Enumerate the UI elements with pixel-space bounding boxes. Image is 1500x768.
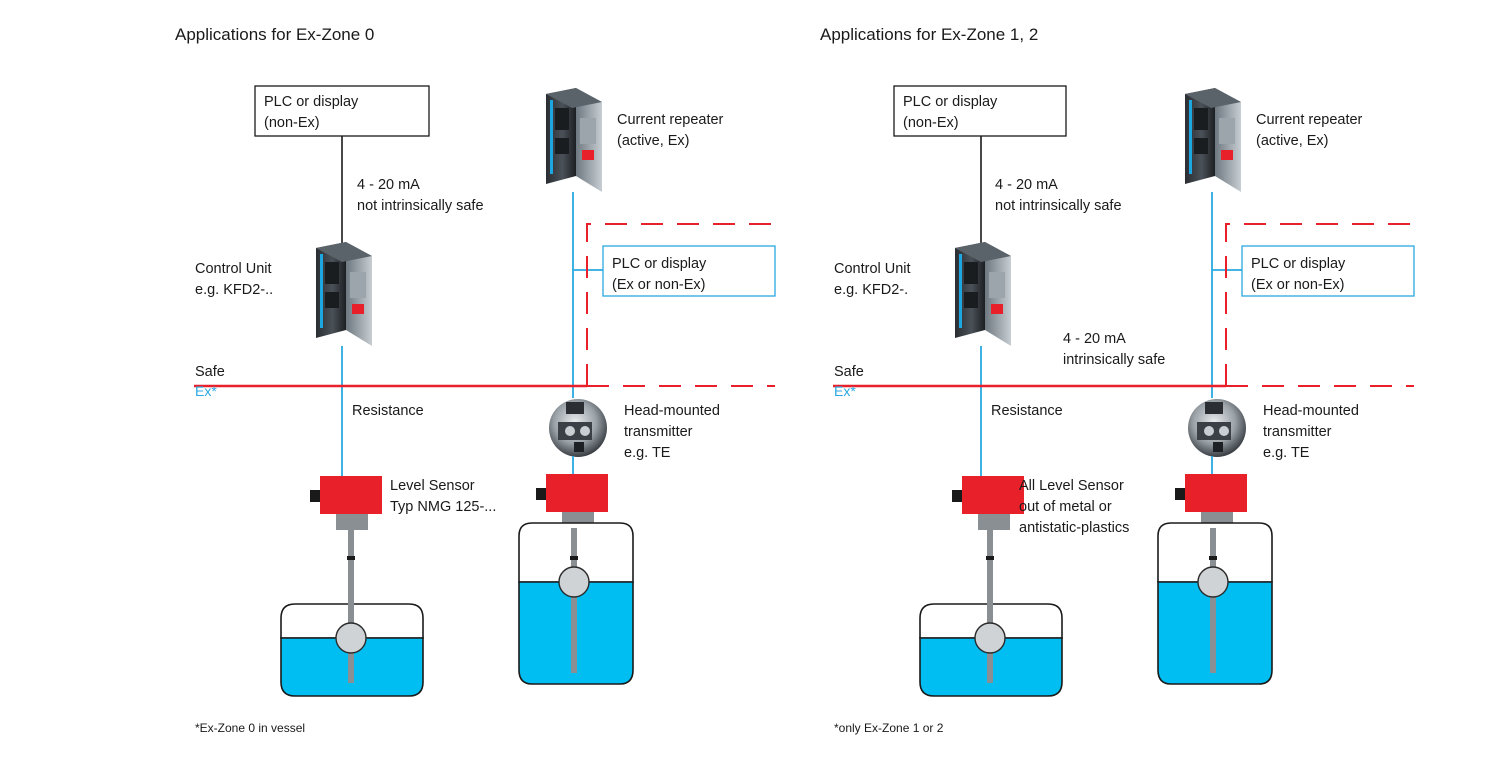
zone0-safe-label: Safe xyxy=(195,364,225,380)
zone12-probe-right-stop xyxy=(1209,556,1217,560)
zone0-plc-top-line1: PLC or display xyxy=(264,94,359,110)
zone0-float-left xyxy=(335,622,367,654)
zone12-level-sensor-right-icon xyxy=(1175,474,1247,528)
zone12-current-repeater-line2: (active, Ex) xyxy=(1256,133,1329,149)
zone0-plc-right-box xyxy=(602,245,776,297)
zone0-probe-right-stop xyxy=(570,556,578,560)
zone0-current-repeater-line2: (active, Ex) xyxy=(617,133,690,149)
zone0-level-sensor-right-icon xyxy=(536,474,608,528)
zone12-current-repeater-device-icon xyxy=(1185,88,1241,192)
zone12-signal-line2: not intrinsically safe xyxy=(995,198,1122,214)
zone12-control-unit-device-icon xyxy=(955,242,1011,346)
zone12-current-repeater-line1: Current repeater xyxy=(1256,112,1363,128)
zone12-level-sensor-line1: All Level Sensor xyxy=(1019,478,1124,494)
zone0-level-sensor-left-icon xyxy=(310,476,382,530)
zone12-transmitter-line1: Head-mounted xyxy=(1263,403,1359,419)
zone12-level-sensor-left-icon xyxy=(952,476,1024,530)
zone12-panel: Applications for Ex-Zone 1, 2 PLC or dis… xyxy=(820,25,1415,735)
zone0-ex-label: Ex* xyxy=(195,383,217,399)
zone0-control-unit-device-icon xyxy=(316,242,372,346)
zone0-footnote: *Ex-Zone 0 in vessel xyxy=(195,721,305,735)
zone12-signal-line1: 4 - 20 mA xyxy=(995,177,1058,193)
zone0-current-repeater-device-icon xyxy=(546,88,602,192)
zone0-probe-left-stop xyxy=(347,556,355,560)
zone0-signal-line1: 4 - 20 mA xyxy=(357,177,420,193)
zone12-ex-label: Ex* xyxy=(834,383,856,399)
zone12-level-sensor-line2: out of metal or xyxy=(1019,499,1112,515)
zone0-float-right xyxy=(558,566,590,598)
zone0-head-transmitter-icon xyxy=(549,399,607,457)
zone12-plc-top-line2: (non-Ex) xyxy=(903,115,959,131)
zone12-safe-label: Safe xyxy=(834,364,864,380)
zone12-ex-dashed-boundary xyxy=(1225,223,1414,386)
zone0-control-unit-line1: Control Unit xyxy=(195,261,272,277)
zone12-signal2-line2: intrinsically safe xyxy=(1063,352,1165,368)
zone12-transmitter-line2: transmitter xyxy=(1263,424,1332,440)
zone12-resistance-label: Resistance xyxy=(991,403,1063,419)
zone0-control-unit-line2: e.g. KFD2-.. xyxy=(195,282,273,298)
zone12-plc-right-box xyxy=(1241,245,1415,297)
zone12-probe-left-stop xyxy=(986,556,994,560)
zone0-title: Applications for Ex-Zone 0 xyxy=(175,25,374,44)
zone12-plc-top-line1: PLC or display xyxy=(903,94,998,110)
zone0-transmitter-line1: Head-mounted xyxy=(624,403,720,419)
zone0-plc-right-line2: (Ex or non-Ex) xyxy=(612,277,705,293)
zone12-transmitter-line3: e.g. TE xyxy=(1263,445,1310,461)
zone12-plc-right-line2: (Ex or non-Ex) xyxy=(1251,277,1344,293)
zone12-control-unit-line2: e.g. KFD2-. xyxy=(834,282,908,298)
zone12-plc-top-box xyxy=(893,85,1067,137)
zone0-panel: Applications for Ex-Zone 0 PLC or displa… xyxy=(175,25,776,735)
zone0-plc-right-line1: PLC or display xyxy=(612,256,707,272)
zone12-float-left xyxy=(974,622,1006,654)
zone12-level-sensor-line3: antistatic-plastics xyxy=(1019,520,1129,536)
zone0-level-sensor-line2: Typ NMG 125-... xyxy=(390,499,496,515)
zone0-transmitter-line2: transmitter xyxy=(624,424,693,440)
zone12-title: Applications for Ex-Zone 1, 2 xyxy=(820,25,1038,44)
zone0-current-repeater-line1: Current repeater xyxy=(617,112,724,128)
zone0-signal-line2: not intrinsically safe xyxy=(357,198,484,214)
zone12-plc-right-line1: PLC or display xyxy=(1251,256,1346,272)
zone0-resistance-label: Resistance xyxy=(352,403,424,419)
zone12-head-transmitter-icon xyxy=(1188,399,1246,457)
zone0-plc-top-line2: (non-Ex) xyxy=(264,115,320,131)
zone0-level-sensor-line1: Level Sensor xyxy=(390,478,475,494)
zone0-ex-dashed-boundary xyxy=(586,223,775,386)
zone12-signal2-line1: 4 - 20 mA xyxy=(1063,331,1126,347)
zone0-plc-top-box xyxy=(254,85,430,137)
zone0-transmitter-line3: e.g. TE xyxy=(624,445,671,461)
zone12-footnote: *only Ex-Zone 1 or 2 xyxy=(834,721,944,735)
zone12-control-unit-line1: Control Unit xyxy=(834,261,911,277)
zone12-float-right xyxy=(1197,566,1229,598)
